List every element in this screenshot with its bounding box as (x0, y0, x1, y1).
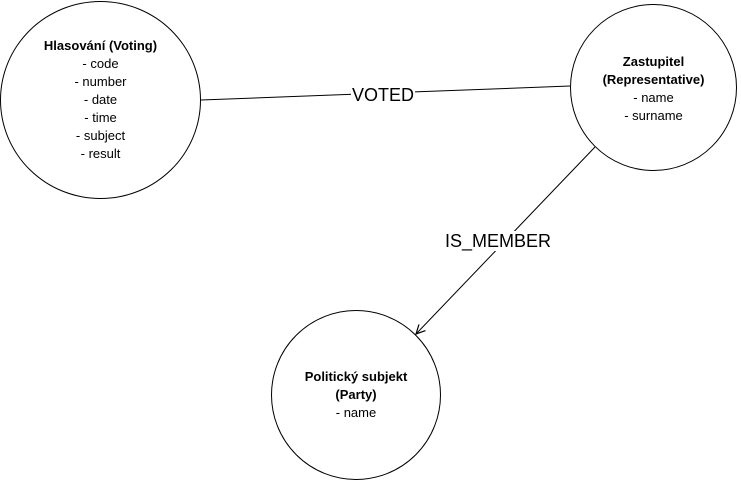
node-voting-attr-result: - result (80, 146, 121, 161)
node-voting-attr-code: - code (82, 56, 119, 71)
node-party-attr-name: - name (335, 405, 377, 420)
node-representative-attr-name: - name (633, 89, 674, 105)
edge-voted-label: VOTED (351, 85, 416, 105)
node-representative-attr-surname: - surname (624, 107, 683, 123)
node-voting-title: Hlasování (Voting) (43, 38, 158, 53)
node-voting: Hlasování (Voting) - code - number - dat… (0, 1, 201, 199)
node-voting-attr-date: - date (83, 92, 118, 107)
node-voting-attr-time: - time (84, 110, 117, 125)
node-party: Politický subjekt (Party) - name (271, 310, 441, 480)
node-representative-title: Zastupitel (Representative) (602, 53, 705, 87)
edge-is-member-label: IS_MEMBER (444, 231, 553, 251)
node-voting-attr-subject: - subject (75, 128, 126, 143)
node-representative: Zastupitel (Representative) - name - sur… (570, 4, 737, 171)
node-party-title: Politický subjekt (Party) (304, 369, 408, 402)
node-voting-attr-number: - number (74, 74, 127, 89)
